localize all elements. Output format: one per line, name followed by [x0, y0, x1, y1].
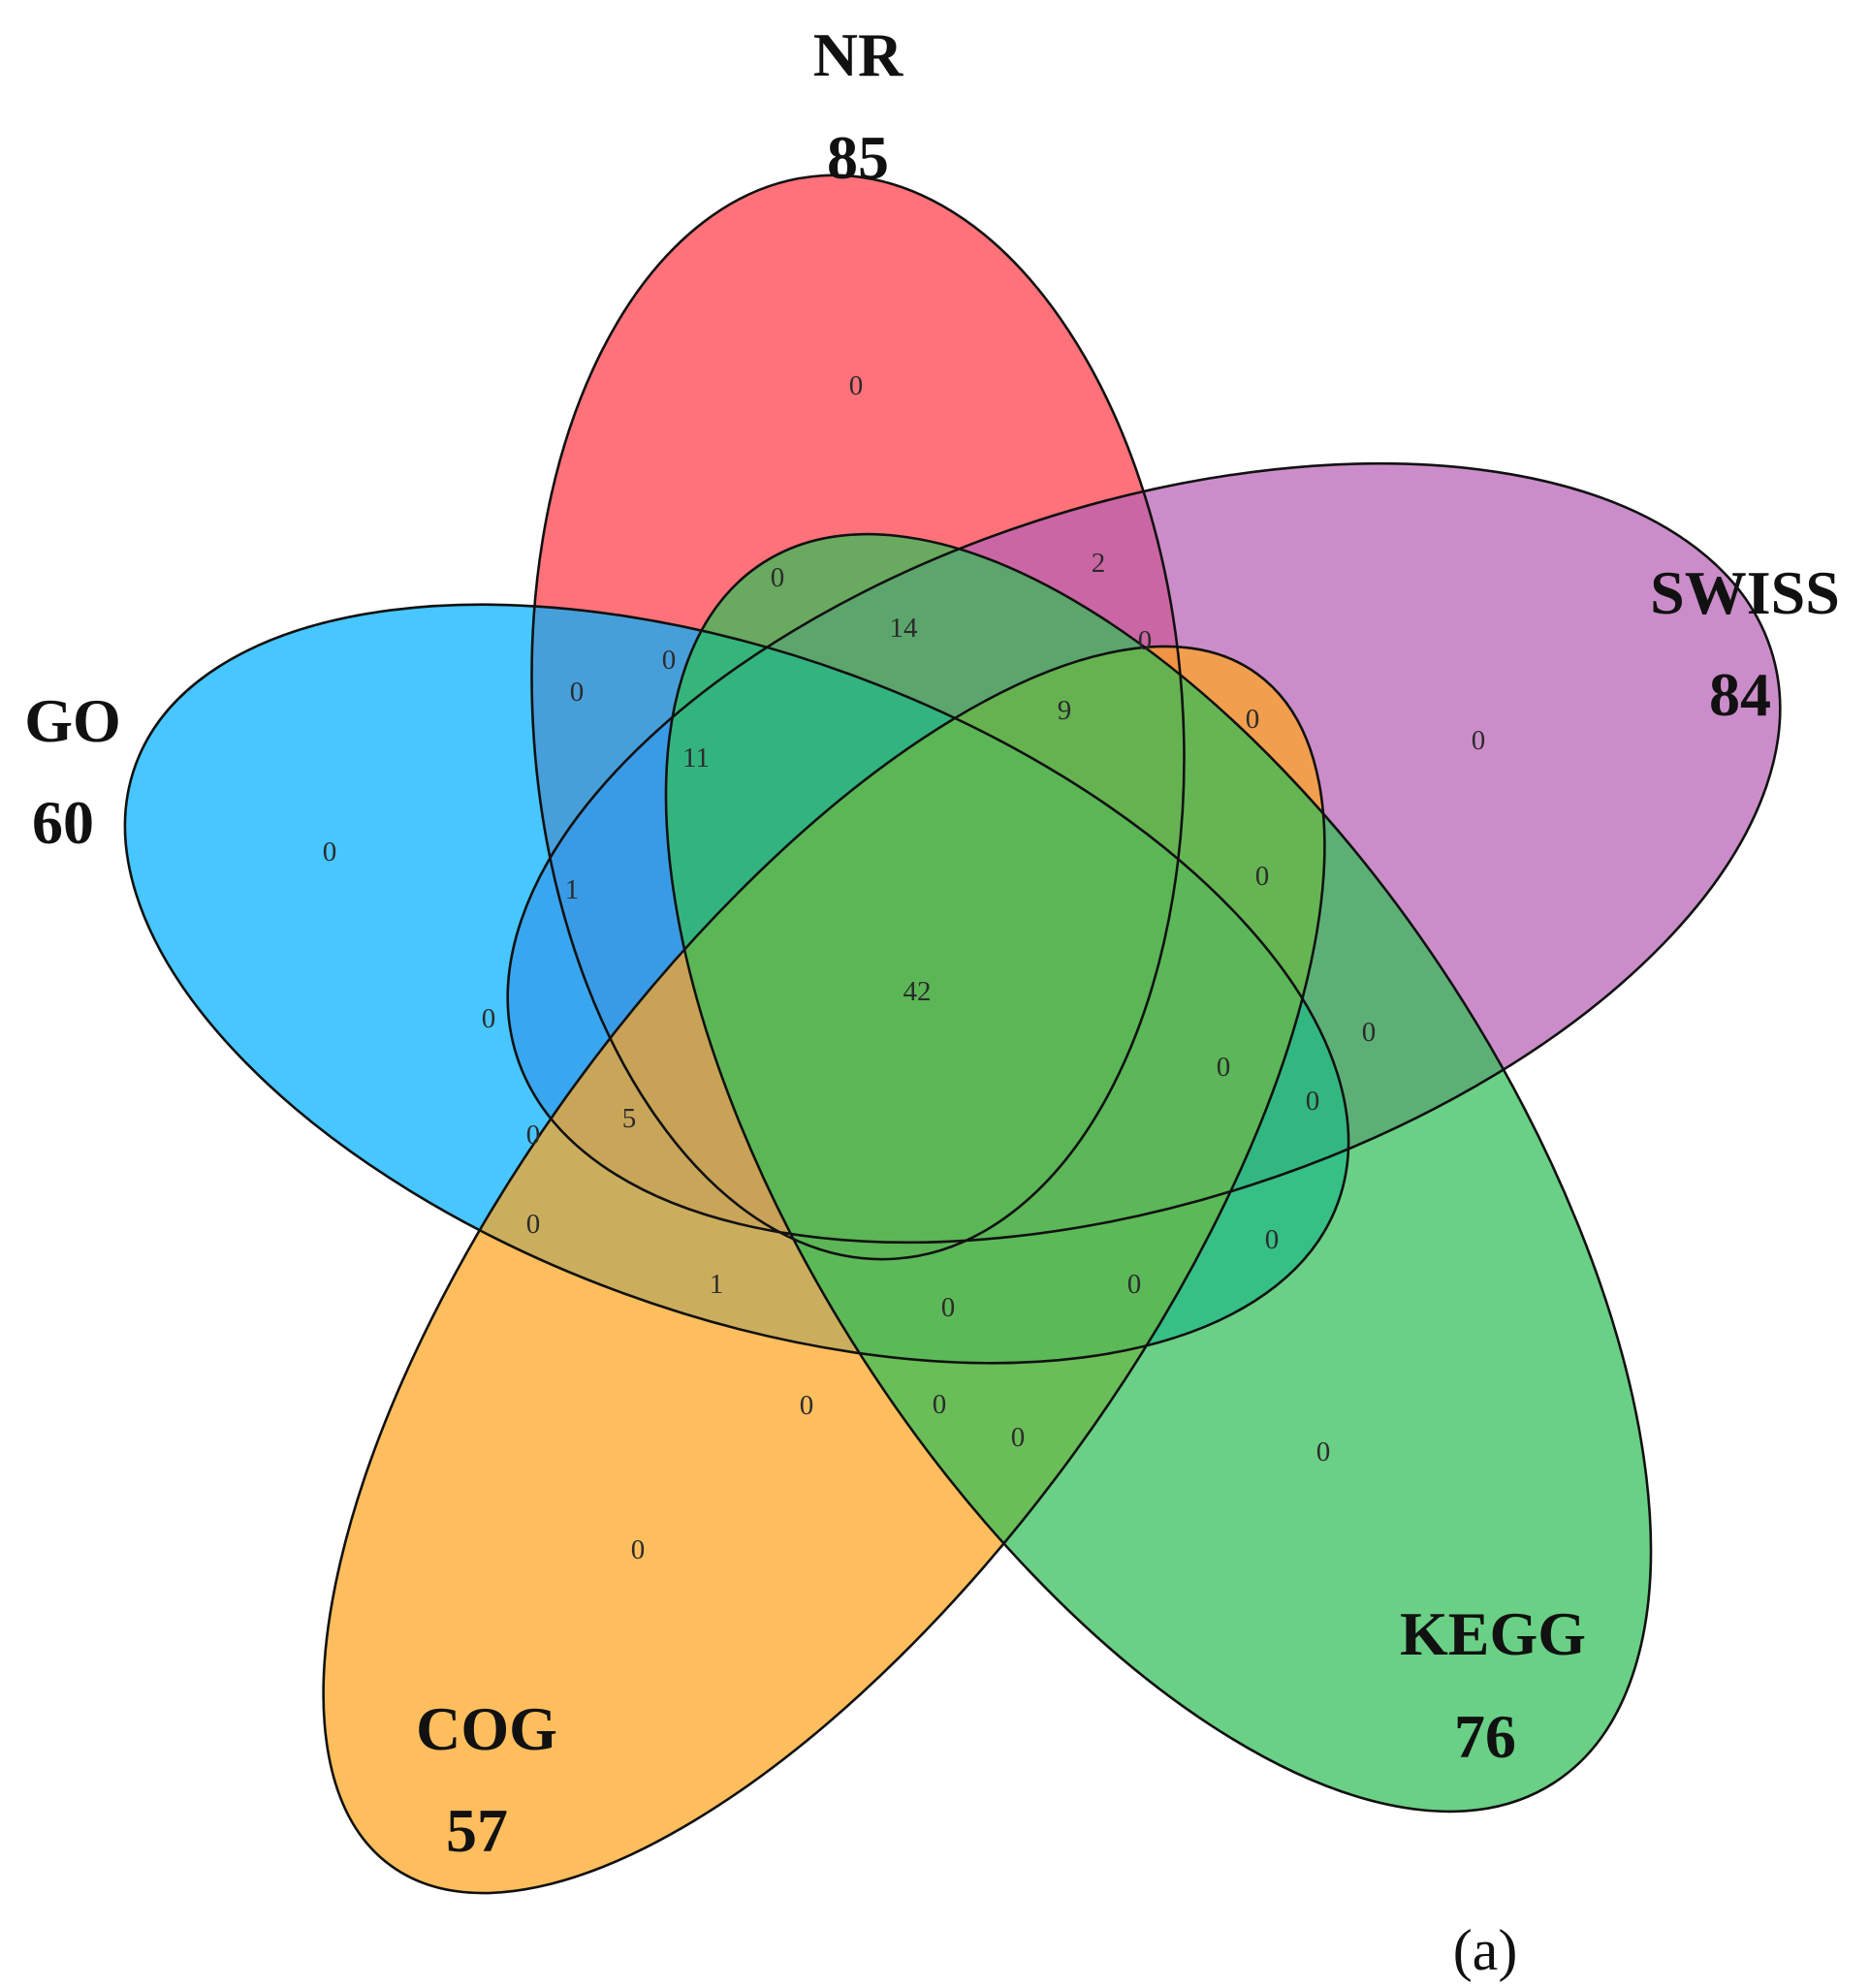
- region-count: 0: [1306, 1086, 1320, 1117]
- set-name-cog: COG: [416, 1694, 557, 1763]
- region-count: 0: [941, 1292, 956, 1323]
- region-count: 0: [1472, 725, 1486, 756]
- set-outlines: [123, 174, 1782, 1895]
- region-count: 1: [565, 874, 580, 905]
- set-total-kegg: 76: [1454, 1702, 1516, 1771]
- region-count: 0: [933, 1389, 947, 1420]
- set-total-cog: 57: [446, 1796, 508, 1865]
- region-count: 0: [1255, 861, 1270, 892]
- set-name-swiss: SWISS: [1650, 558, 1840, 627]
- region-count: 0: [631, 1534, 646, 1565]
- region-count: 42: [903, 976, 932, 1007]
- region-count: 0: [1217, 1052, 1231, 1083]
- set-outline-kegg: [664, 532, 1653, 1814]
- region-count: 0: [771, 562, 785, 593]
- region-count: 0: [526, 1120, 541, 1151]
- region-count: 0: [800, 1390, 814, 1421]
- set-outline-swiss: [506, 461, 1782, 1245]
- set-outline-cog: [322, 645, 1326, 1895]
- region-count: 11: [682, 742, 710, 773]
- set-name-go: GO: [24, 686, 121, 755]
- set-name-nr: NR: [813, 20, 903, 89]
- region-count: 5: [622, 1103, 637, 1134]
- region-count: 0: [1011, 1422, 1026, 1453]
- set-total-swiss: 84: [1709, 660, 1771, 729]
- region-count: 0: [323, 836, 337, 868]
- set-outline-nr: [530, 174, 1186, 1261]
- region-count: 1: [710, 1269, 724, 1300]
- region-count: 0: [570, 677, 585, 708]
- region-count: 0: [1265, 1224, 1280, 1255]
- set-name-kegg: KEGG: [1400, 1599, 1586, 1668]
- region-count: 9: [1058, 695, 1072, 726]
- region-count: 14: [890, 613, 919, 644]
- region-count: 0: [482, 1003, 496, 1034]
- region-count: 0: [662, 645, 677, 676]
- region-count: 0: [1127, 1269, 1142, 1300]
- set-total-nr: 85: [827, 123, 889, 192]
- region-count: 0: [1246, 704, 1260, 735]
- region-count: 2: [1092, 548, 1106, 579]
- set-total-go: 60: [32, 788, 94, 857]
- set-fills: [124, 174, 1781, 1893]
- region-count: 0: [1316, 1436, 1331, 1467]
- set-outline-go: [123, 603, 1350, 1365]
- region-count: 0: [526, 1209, 541, 1240]
- set-ellipse-kegg: [666, 534, 1651, 1812]
- region-count: 0: [1138, 625, 1153, 656]
- panel-label: (a): [1453, 1918, 1518, 1982]
- region-count: 0: [849, 370, 864, 401]
- region-count: 0: [1362, 1017, 1377, 1048]
